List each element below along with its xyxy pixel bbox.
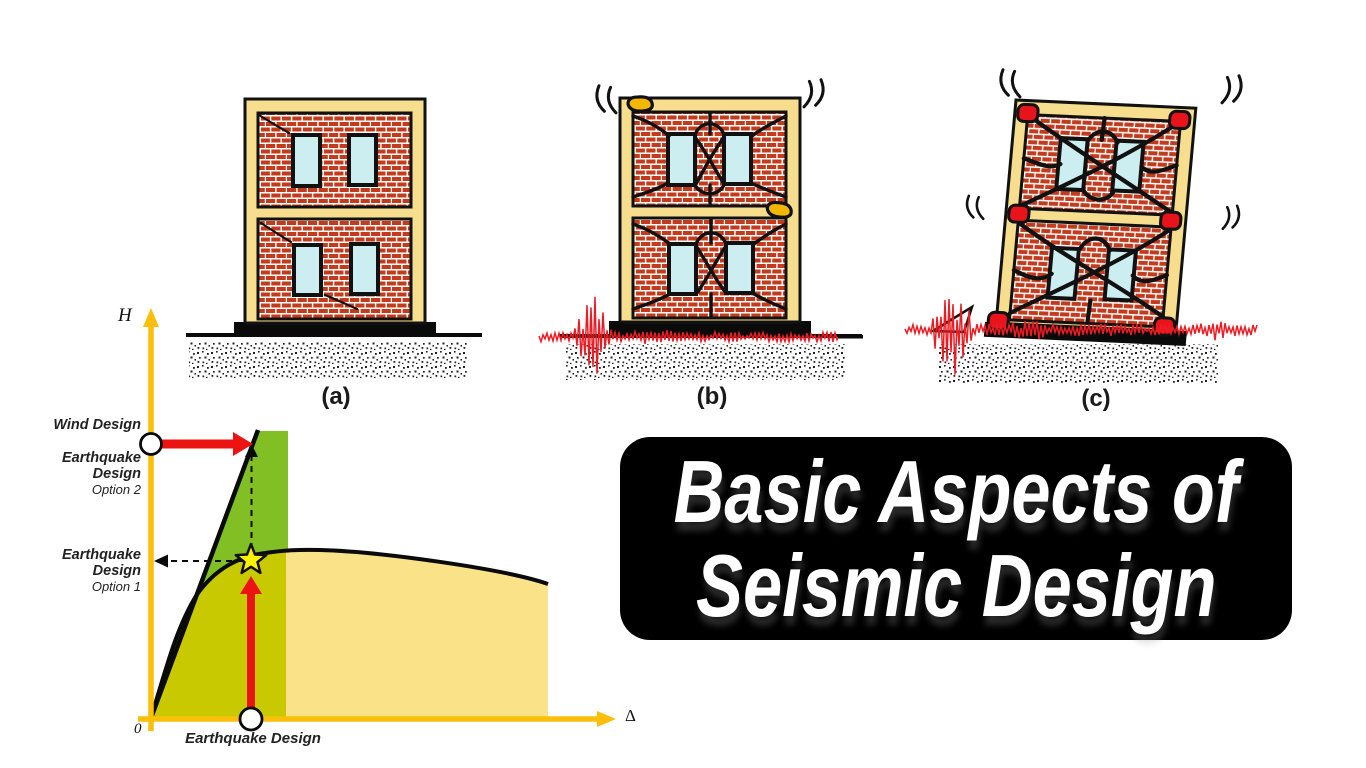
earthquake-displacement-arrowhead: [240, 576, 262, 594]
vibration-marks-icon: [963, 192, 985, 223]
figure-c-label: (c): [1081, 385, 1111, 412]
seismogram-trace-c: [904, 298, 1258, 375]
shear-cracks-b: [631, 111, 788, 319]
option1-star-marker: [234, 542, 268, 575]
title-line-1: Basic Aspects of: [673, 441, 1239, 541]
capacity-curve: [149, 547, 549, 719]
wind-design-label: Wind Design: [53, 417, 141, 433]
vibration-marks-icon: [1221, 202, 1243, 233]
building-c-drawing: [904, 66, 1258, 384]
title-banner: Basic Aspects of Seismic Design: [620, 437, 1292, 640]
soil-stipple-b: [566, 344, 845, 380]
delta-axis-arrowhead: [597, 711, 616, 727]
soil-stipple-a: [189, 341, 467, 379]
h-axis-arrowhead: [143, 308, 159, 327]
vibration-marks-icon: [1220, 72, 1245, 108]
earthquake-design-option2-label: Earthquake Design Option 2: [62, 450, 141, 497]
overlap-region: [151, 550, 290, 719]
earthquake-design-point: [238, 706, 264, 732]
x-axis-label: Δ: [625, 706, 636, 725]
earthquake-design-option1-label: Earthquake Design Option 1: [62, 547, 141, 594]
figure-b-label: (b): [696, 383, 728, 410]
building-a-drawing: [186, 97, 482, 379]
vibration-marks-icon: [593, 82, 618, 118]
vibration-marks-icon: [997, 66, 1022, 102]
elastic-demand-region: [196, 431, 288, 596]
load-displacement-chart: [138, 308, 616, 732]
earthquake-design-x-label: Earthquake Design: [185, 730, 321, 747]
origin-label: 0: [134, 721, 142, 737]
figure-a-label: (a): [321, 383, 351, 410]
minor-cracks-a: [257, 113, 359, 311]
ground-line-b-right: [838, 335, 863, 339]
dashed-left-arrowhead: [154, 554, 168, 568]
soil-stipple-c: [938, 344, 1218, 384]
y-axis-label: H: [118, 305, 132, 326]
corner-crushing-blobs-red: [986, 102, 1192, 337]
joint-damage-blob-yellow: [765, 200, 793, 219]
vibration-marks-icon: [802, 76, 827, 112]
dashed-up-arrowhead: [245, 444, 258, 457]
wind-design-point: [139, 432, 163, 456]
elastic-response-line: [148, 429, 261, 719]
capacity-region: [286, 549, 548, 719]
title-line-2: Seismic Design: [695, 535, 1217, 635]
corner-damage-blob-yellow: [626, 95, 654, 113]
seismogram-trace-b: [538, 296, 840, 374]
building-b-drawing: [538, 76, 863, 380]
wind-design-arrowhead: [233, 432, 253, 456]
severe-cracks-c: [1007, 112, 1183, 325]
